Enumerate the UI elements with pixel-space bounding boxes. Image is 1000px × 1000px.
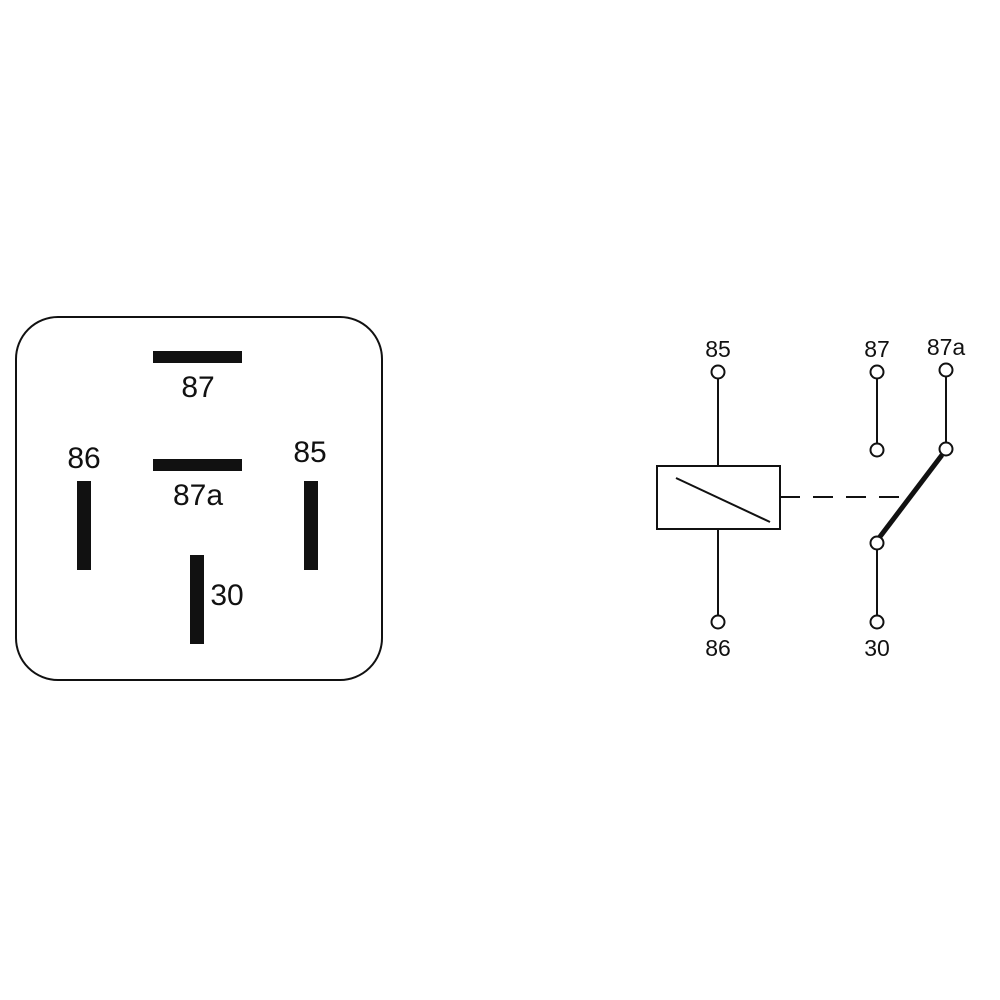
relay-schematic: 85 86 87 87a 30 bbox=[656, 334, 966, 661]
pin-87-label: 87 bbox=[181, 371, 214, 404]
terminal-87-node bbox=[869, 364, 885, 380]
terminal-86-node bbox=[710, 614, 726, 630]
pin-86-label: 86 bbox=[67, 442, 100, 475]
relay-footprint: 87 87a 86 85 30 bbox=[15, 316, 383, 681]
terminal-87a-node bbox=[938, 362, 954, 378]
contact-87-node bbox=[869, 442, 885, 458]
pin-85-blade bbox=[304, 481, 318, 570]
contact-87a-node bbox=[938, 441, 954, 457]
pin-87a-label: 87a bbox=[173, 479, 223, 512]
relay-body-outline bbox=[15, 316, 383, 681]
terminal-85-node bbox=[710, 364, 726, 380]
contact-30-node bbox=[869, 535, 885, 551]
terminal-86-label: 86 bbox=[705, 635, 731, 661]
pin-85-label: 85 bbox=[293, 436, 326, 469]
terminal-87-label: 87 bbox=[864, 336, 890, 362]
terminal-30-node bbox=[869, 614, 885, 630]
pin-30-blade bbox=[190, 555, 204, 644]
coil-diagonal bbox=[675, 477, 771, 523]
pin-87-blade bbox=[153, 351, 242, 363]
pin-87a-blade bbox=[153, 459, 242, 471]
terminal-85-label: 85 bbox=[705, 336, 731, 362]
pin-30-label: 30 bbox=[210, 579, 243, 612]
terminal-30-label: 30 bbox=[864, 635, 890, 661]
switch-arm bbox=[877, 453, 944, 540]
terminal-87a-label: 87a bbox=[927, 334, 966, 360]
pin-86-blade bbox=[77, 481, 91, 570]
